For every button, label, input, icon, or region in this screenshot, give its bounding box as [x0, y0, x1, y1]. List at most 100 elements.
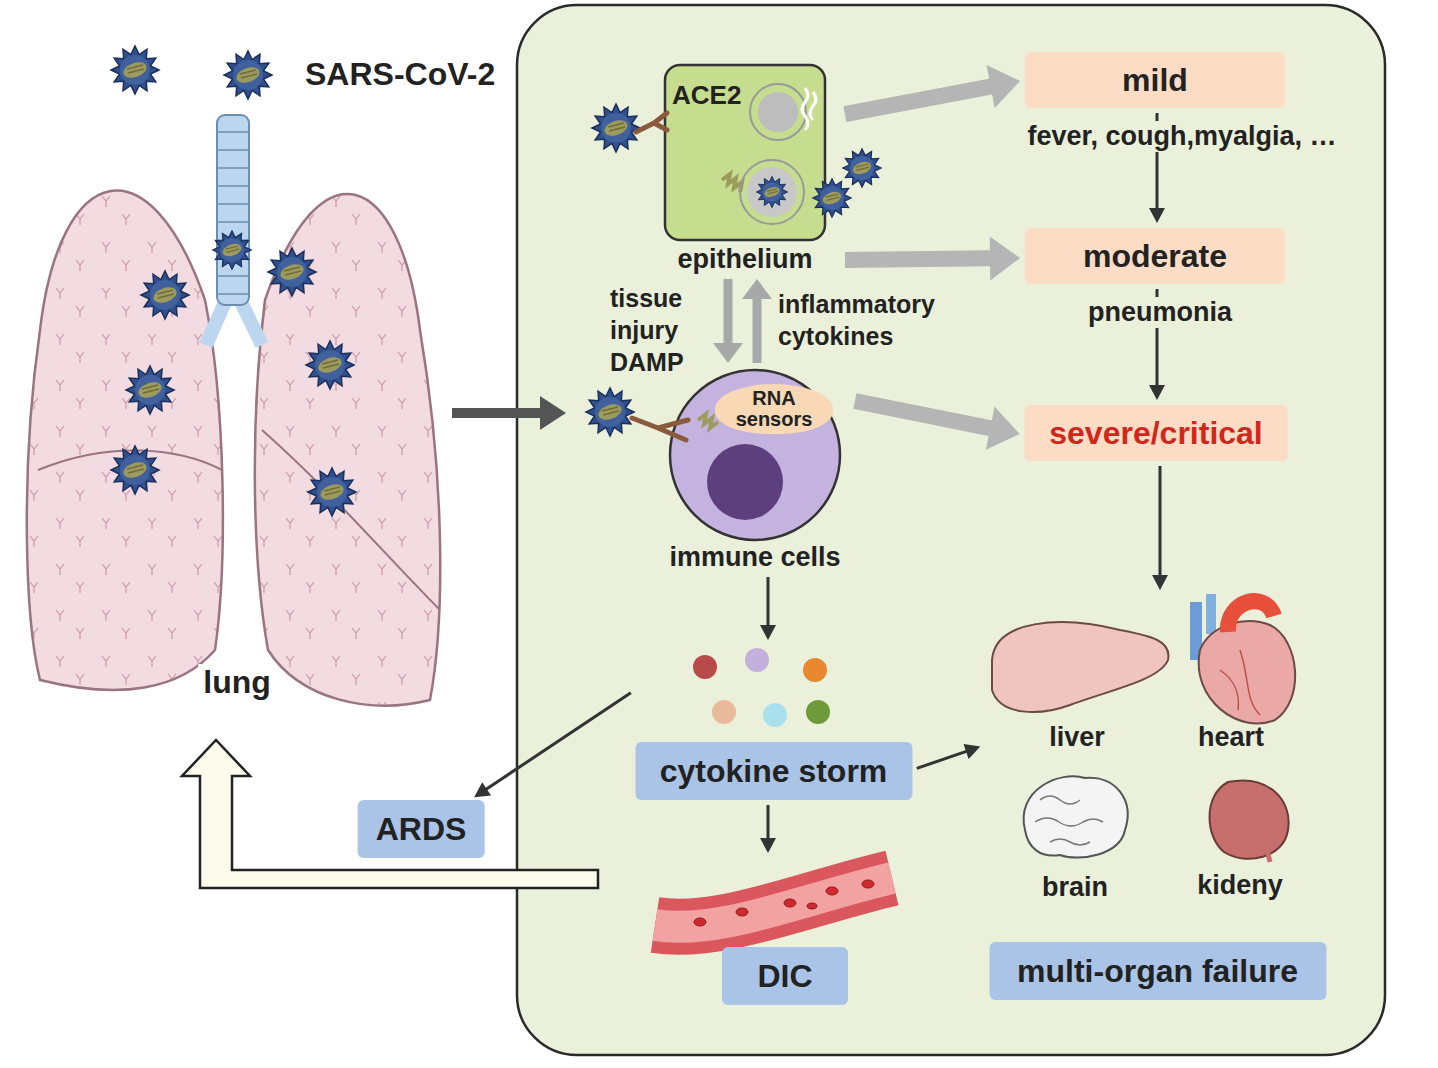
severity-text: moderate [1083, 238, 1227, 275]
immune-cell [586, 370, 840, 540]
stage-arrow [474, 693, 631, 797]
blood-vessel [655, 878, 892, 927]
illustration-part [758, 92, 798, 132]
outcome-box: multi-organ failure [989, 942, 1326, 1000]
illustration-part [813, 179, 851, 217]
outcome-box: DIC [722, 947, 848, 1005]
cytokine-storm-node: cytokine storm [635, 645, 912, 800]
arrow-head [760, 625, 776, 640]
kidney-picture [1210, 781, 1289, 862]
stage-arrow [1152, 466, 1168, 590]
arrow-head [760, 838, 776, 853]
organ-name: liver [1049, 722, 1105, 753]
illustration-part [807, 903, 817, 909]
cell-label: immune cells [669, 542, 840, 572]
illustration-part [736, 908, 748, 916]
arrow-head [1152, 575, 1168, 590]
sensor-label: RNA sensors [721, 388, 827, 430]
cell-label: epithelium [677, 244, 812, 274]
edge-label: tissue injury DAMP [610, 282, 705, 378]
organ-name: lung [198, 664, 276, 700]
illustration-part [586, 388, 634, 436]
organ-name: brain [1042, 872, 1108, 903]
illustration-part [803, 658, 827, 682]
arrow-head [963, 744, 980, 759]
illustration-part [698, 414, 718, 428]
lung-illustration [27, 46, 440, 706]
connector-line [917, 751, 967, 768]
organ-name: heart [1198, 722, 1264, 753]
connector-line [1159, 466, 1162, 576]
illustration-part [784, 899, 796, 907]
heart-picture [1190, 594, 1295, 724]
stage-arrow [760, 805, 776, 853]
organ-name: kideny [1197, 870, 1283, 901]
illustration-part [665, 65, 825, 240]
arrow-head [987, 65, 1021, 108]
illustration-part [1024, 776, 1128, 857]
connector-line [724, 279, 733, 344]
illustration-part [712, 700, 736, 724]
epithelial-cell [592, 65, 881, 240]
illustration-part [111, 46, 159, 94]
receptor-label: ACE2 [670, 80, 743, 110]
arrow-head [474, 782, 491, 797]
illustration-part [213, 231, 251, 269]
illustration-part [27, 191, 223, 690]
outcome-box: ARDS [358, 800, 485, 858]
arrow-head [1149, 208, 1165, 223]
illustration-part [217, 132, 249, 294]
illustration-part [802, 88, 816, 130]
liver-picture [992, 622, 1168, 712]
arrow-head [742, 279, 772, 299]
illustration-part [745, 648, 769, 672]
illustration-part [694, 918, 706, 926]
edge-label: inflammatory cytokines [778, 288, 963, 352]
stage-arrow [760, 577, 776, 640]
illustration-part [141, 271, 189, 319]
illustration-part [1262, 830, 1270, 862]
arrow-head [986, 407, 1020, 450]
illustration-part [1199, 621, 1295, 723]
immune-cell-node: immune cells RNA sensors [660, 368, 850, 572]
return-arrow [182, 740, 598, 888]
virus-name: SARS-CoV-2 [305, 56, 495, 92]
illustration-part [1228, 601, 1274, 632]
illustration-part [670, 370, 840, 540]
progression-arrow [845, 236, 1020, 280]
illustration-part [592, 104, 640, 152]
illustration-part [1206, 594, 1216, 634]
severity-text: mild [1122, 62, 1188, 99]
illustration-part [1035, 796, 1103, 845]
connector-line [753, 298, 762, 363]
dic-node: DIC [675, 858, 895, 1005]
illustration-part [540, 396, 566, 430]
illustration-part [126, 366, 174, 414]
illustration-part [217, 115, 249, 305]
connector-line [855, 401, 991, 428]
severity-box: mild [1025, 52, 1285, 108]
illustration-part [636, 113, 667, 132]
illustration-part [306, 341, 354, 389]
illustration-part [111, 446, 159, 494]
illustration-part [262, 430, 440, 610]
illustration-part [747, 167, 797, 217]
cytokine-dots [693, 648, 830, 727]
illustration-part [843, 149, 881, 187]
signal-arrow [713, 279, 743, 363]
illustration-part [224, 51, 272, 99]
illustration-part [308, 468, 356, 516]
illustration-part [992, 622, 1168, 712]
arrow-head [713, 343, 743, 363]
progression-arrow [845, 65, 1020, 114]
illustration-part [255, 194, 440, 706]
connector-line [767, 577, 770, 626]
illustration-part [1220, 650, 1260, 715]
illustration-part [756, 176, 787, 207]
illustration-part [763, 703, 787, 727]
severity-box: moderate [1025, 228, 1285, 284]
illustration-part [1210, 781, 1289, 859]
illustration-part [740, 160, 804, 224]
